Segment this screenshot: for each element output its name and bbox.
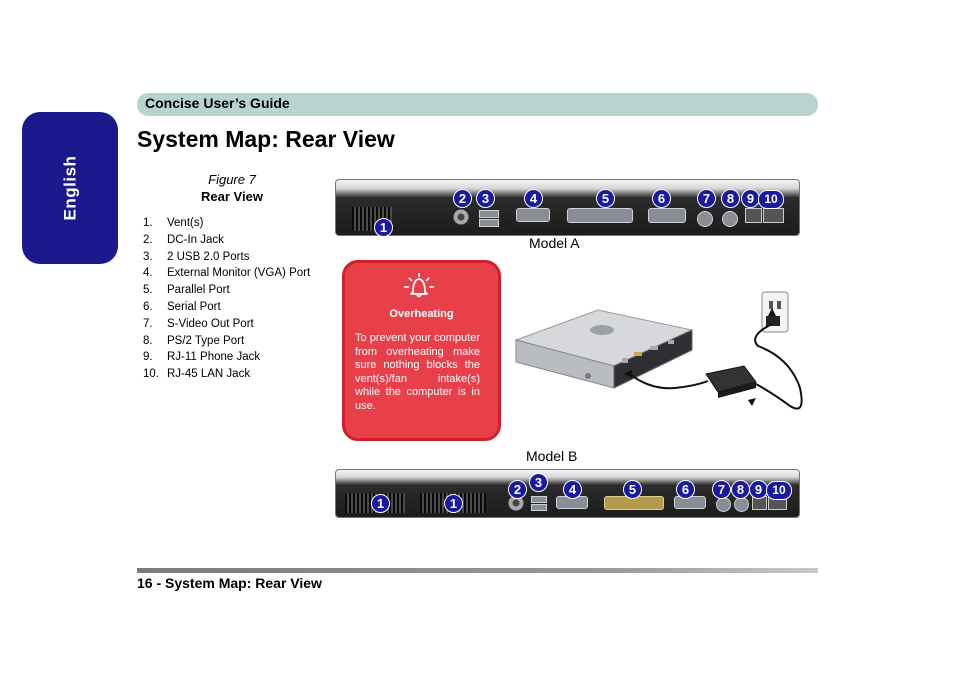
list-item: 8.PS/2 Type Port bbox=[143, 334, 245, 347]
model-b-ps2-port bbox=[734, 497, 749, 512]
model-b-callout: 1 bbox=[444, 494, 463, 513]
figure-number: Figure 7 bbox=[208, 172, 256, 187]
model-b-callout: 4 bbox=[563, 480, 582, 499]
model-a-rj11-jack bbox=[745, 208, 762, 223]
model-a-usb-port bbox=[479, 210, 499, 218]
model-a-rear-panel bbox=[335, 179, 800, 236]
guide-title: Concise User’s Guide bbox=[145, 95, 290, 111]
model-b-callout: 7 bbox=[712, 480, 731, 499]
model-a-callout: 9 bbox=[741, 189, 760, 208]
model-a-callout: 1 bbox=[374, 218, 393, 237]
model-a-dc-in-jack bbox=[451, 207, 471, 227]
list-item: 1.Vent(s) bbox=[143, 217, 204, 229]
list-item: 10.RJ-45 LAN Jack bbox=[143, 368, 251, 381]
footer-page-label: 16 - System Map: Rear View bbox=[137, 575, 322, 591]
language-tab-label: English bbox=[60, 155, 79, 221]
model-a-serial-port bbox=[648, 208, 686, 223]
bell-alert-icon bbox=[404, 273, 434, 298]
figure-caption: Rear View bbox=[201, 189, 263, 204]
list-item: 2.DC-In Jack bbox=[143, 233, 224, 246]
model-a-ps2-port bbox=[722, 211, 738, 227]
warning-title: Overheating bbox=[389, 308, 454, 320]
model-a-parallel-port bbox=[567, 208, 633, 223]
footer-rule bbox=[137, 568, 818, 573]
model-a-callout: 5 bbox=[596, 189, 615, 208]
model-a-callout: 8 bbox=[721, 189, 740, 208]
model-b-usb-port bbox=[531, 496, 547, 503]
model-b-callout: 5 bbox=[623, 480, 642, 499]
list-item: 6.Serial Port bbox=[143, 300, 221, 313]
overheating-warning-box bbox=[342, 260, 501, 441]
model-a-vga-port bbox=[516, 208, 550, 222]
model-a-callout: 2 bbox=[453, 189, 472, 208]
model-a-s-video-port bbox=[697, 211, 713, 227]
model-a-callout: 7 bbox=[697, 189, 716, 208]
port-list: 1.Vent(s) 2.DC-In Jack 3.2 USB 2.0 Ports… bbox=[143, 215, 310, 383]
page-title: System Map: Rear View bbox=[137, 126, 395, 152]
header-bar bbox=[137, 93, 818, 116]
list-item: 5.Parallel Port bbox=[143, 284, 230, 297]
warning-text: To prevent your computer from overheatin… bbox=[355, 332, 480, 412]
list-item: 3.2 USB 2.0 Ports bbox=[143, 250, 250, 263]
model-a-callout: 10 bbox=[758, 190, 784, 209]
model-b-label: Model B bbox=[526, 448, 578, 464]
model-a-rj45-jack bbox=[763, 208, 784, 223]
model-a-callout: 6 bbox=[652, 189, 671, 208]
model-a-label: Model A bbox=[529, 235, 580, 251]
model-b-usb-port bbox=[531, 504, 547, 511]
model-a-callout: 3 bbox=[476, 189, 495, 208]
language-tab-label-wrap: English bbox=[22, 112, 118, 264]
list-item: 9.RJ-11 Phone Jack bbox=[143, 351, 261, 364]
model-a-usb-port bbox=[479, 219, 499, 227]
laptop-power-adapter-illustration bbox=[514, 291, 803, 410]
model-b-callout: 10 bbox=[766, 481, 792, 500]
model-b-s-video-port bbox=[716, 497, 731, 512]
model-b-callout: 3 bbox=[529, 473, 548, 492]
model-b-callout: 2 bbox=[508, 480, 527, 499]
model-b-serial-port bbox=[674, 496, 706, 509]
model-a-callout: 4 bbox=[524, 189, 543, 208]
model-b-callout: 8 bbox=[731, 480, 750, 499]
model-b-callout: 6 bbox=[676, 480, 695, 499]
model-b-callout: 1 bbox=[371, 494, 390, 513]
model-b-dc-in-jack bbox=[508, 495, 524, 511]
language-tab bbox=[22, 112, 118, 264]
list-item: 4.External Monitor (VGA) Port bbox=[143, 267, 311, 280]
list-item: 7.S-Video Out Port bbox=[143, 317, 254, 330]
